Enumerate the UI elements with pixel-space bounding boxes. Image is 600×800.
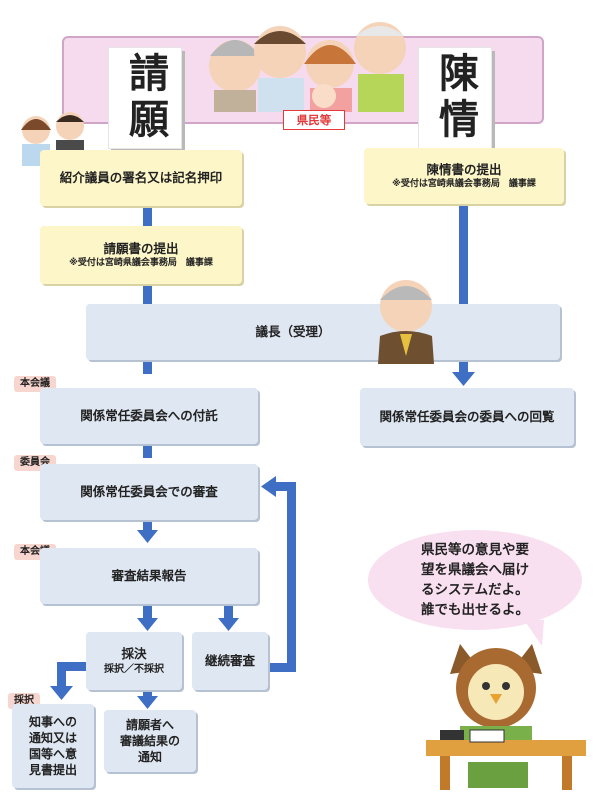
citizens-label: 県民等 [283,110,345,130]
report-box: 審査結果報告 [40,548,258,604]
endorse-box: 紹介議員の署名又は記名押印 [40,150,242,206]
bubble-tail [524,620,544,646]
review-box: 関係常任委員会での審査 [40,464,258,520]
speech-bubble-text: 県民等の意見や要 望を県議会へ届け るシステムだよ。 誰でも出せるよ。 [421,541,529,619]
chinjo-submit-text: 陳情書の提出 [426,161,502,177]
petition-title-card: 請願 [108,47,182,149]
speaker-illustration [378,280,434,364]
petition-submit-box: 請願書の提出 ※受付は宮崎県議会事務局 議事課 [40,226,242,284]
petition-title: 請願 [122,52,169,144]
chinjo-circulate-box: 関係常任委員会の委員への回覧 [360,388,574,446]
chinjo-title: 陳情 [432,52,479,144]
vote-text: 採決 [121,646,147,662]
petition-submit-text: 請願書の提出 [103,240,179,256]
refer-box: 関係常任委員会への付託 [40,388,258,444]
vote-box: 採決 採択／不採択 [86,632,182,690]
chinjo-submit-note: ※受付は宮崎県議会事務局 議事課 [392,178,536,189]
continue-text: 継続審査 [204,652,255,668]
report-text: 審査結果報告 [111,567,187,583]
notify-governor-box: 知事への 通知又は 国等へ意 見書提出 [12,704,94,788]
petition-submit-note: ※受付は宮崎県議会事務局 議事課 [69,257,213,268]
notify-petitioner-box: 請願者へ 審議結果の 通知 [104,710,196,772]
chinjo-submit-box: 陳情書の提出 ※受付は宮崎県議会事務局 議事課 [364,148,564,204]
notify-governor-text: 知事への 通知又は 国等へ意 見書提出 [28,714,77,778]
endorse-text: 紹介議員の署名又は記名押印 [59,169,223,185]
refer-text: 関係常任委員会への付託 [80,407,218,423]
speaker-text: 議長（受理） [255,323,331,339]
mascot-illustration [426,644,586,790]
review-text: 関係常任委員会での審査 [80,483,218,499]
speaker-box: 議長（受理） [86,304,560,360]
continue-box: 継続審査 [192,632,268,690]
notify-petitioner-text: 請願者へ 審議結果の 通知 [119,717,180,765]
chinjo-title-card: 陳情 [418,47,492,149]
vote-sub-text: 採択／不採択 [104,663,164,675]
family-illustration [209,22,406,112]
chinjo-circulate-text: 関係常任委員会の委員への回覧 [379,408,555,424]
speech-bubble: 県民等の意見や要 望を県議会へ届け るシステムだよ。 誰でも出せるよ。 [368,530,582,630]
